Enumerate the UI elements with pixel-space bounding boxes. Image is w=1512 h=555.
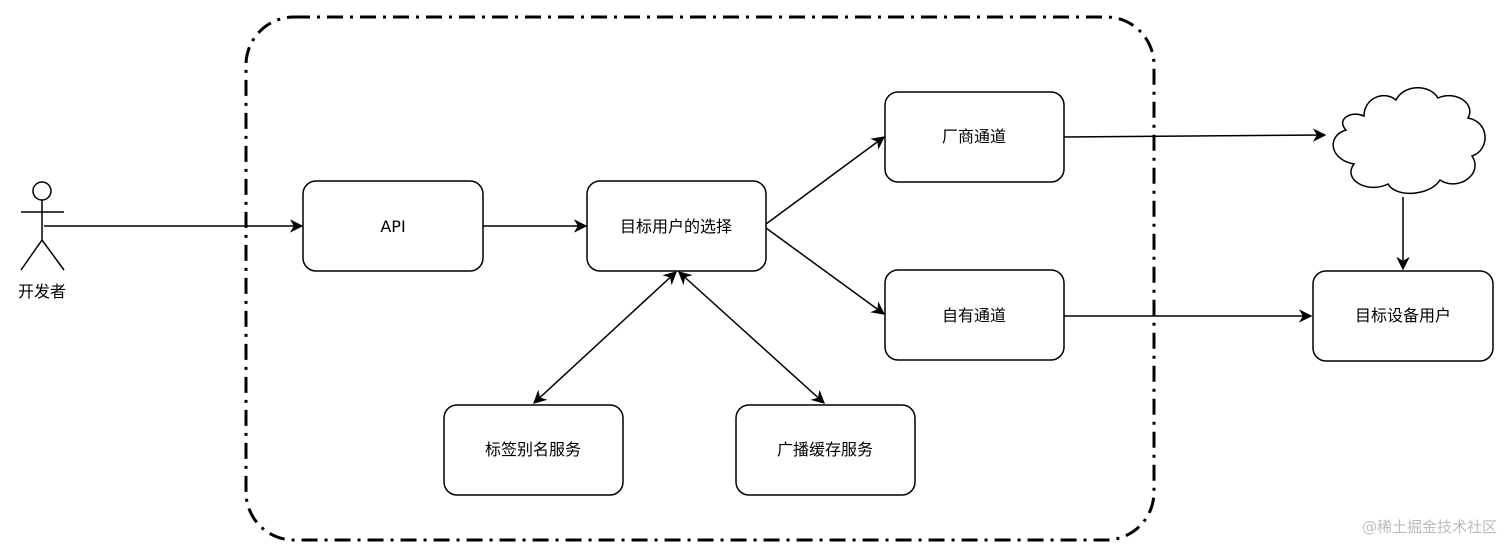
- node-tag-alias-service-label: 标签别名服务: [485, 440, 581, 459]
- watermark: @稀土掘金技术社区: [1362, 518, 1497, 536]
- node-own-channel-label: 自有通道: [942, 306, 1006, 325]
- developer-label: 开发者: [18, 282, 66, 301]
- node-broadcast-cache-service: 广播缓存服务: [735, 404, 916, 496]
- node-target-device-user: 目标设备用户: [1312, 270, 1494, 362]
- edge-selection-to-own: [765, 227, 886, 315]
- developer-actor: 开发者: [18, 181, 66, 301]
- edge-selection-broadcast-cache: [677, 271, 826, 404]
- node-target-selection-label: 目标用户的选择: [620, 217, 732, 236]
- node-vendor-channel: 厂商通道: [884, 91, 1065, 183]
- edges: [44, 128, 1410, 404]
- edge-selection-to-vendor: [765, 136, 886, 225]
- node-api-label: API: [380, 217, 405, 236]
- node-target-device-user-label: 目标设备用户: [1355, 306, 1451, 325]
- node-vendor-channel-label: 厂商通道: [942, 127, 1006, 146]
- cloud-icon: [1332, 87, 1486, 195]
- stick-figure-icon: [20, 181, 65, 271]
- node-own-channel: 自有通道: [884, 269, 1065, 361]
- node-tag-alias-service: 标签别名服务: [443, 404, 624, 496]
- node-api: API: [302, 180, 484, 272]
- system-boundary: [244, 15, 1156, 542]
- node-broadcast-cache-service-label: 广播缓存服务: [777, 440, 873, 459]
- node-target-selection: 目标用户的选择: [586, 180, 767, 272]
- edge-selection-tag-alias: [533, 271, 677, 404]
- edge-vendor-to-cloud: [1063, 128, 1327, 142]
